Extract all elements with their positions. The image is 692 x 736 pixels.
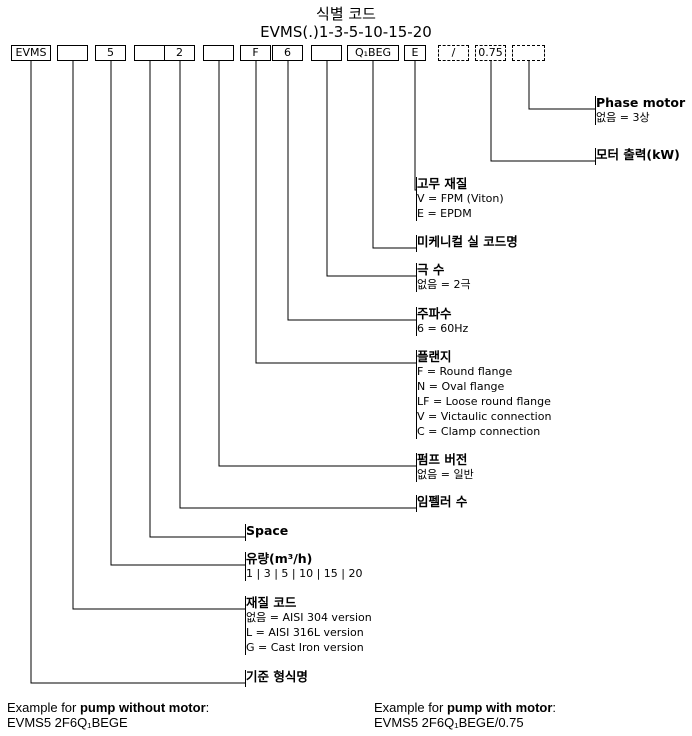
label-title: 주파수 (417, 306, 452, 321)
label-line: F = Round flange (417, 365, 513, 378)
example-code: EVMS5 2F6Q₁BEGE/0.75 (374, 715, 524, 730)
label-title: 플랜지 (417, 349, 452, 364)
code-box-6: F (240, 45, 271, 61)
connector-power (490, 61, 596, 162)
label-base: 기준 형식명 (246, 669, 308, 684)
label-line: V = FPM (Viton) (417, 192, 504, 205)
connector-flange (255, 61, 417, 364)
code-box-0: EVMS (11, 45, 51, 61)
example-without-motor: Example for pump without motor: EVMS5 2F… (7, 700, 209, 730)
code-box-7: 6 (272, 45, 303, 61)
label-title: 극 수 (417, 262, 445, 277)
label-title: Space (246, 523, 289, 538)
connector-seal (372, 61, 417, 249)
example-suffix: : (552, 700, 557, 715)
label-power: 모터 출력(kW) (596, 147, 680, 162)
code-box-3 (134, 45, 165, 61)
label-title: 모터 출력(kW) (596, 147, 680, 162)
code-box-4: 2 (164, 45, 195, 61)
connector-impeller (179, 61, 417, 509)
label-seal: 미케니컬 실 코드명 (417, 234, 518, 249)
code-box-2: 5 (95, 45, 126, 61)
connector-poles (326, 61, 417, 277)
label-line: N = Oval flange (417, 380, 505, 393)
diagram-subtitle: EVMS(.)1-3-5-10-15-20 (260, 23, 432, 41)
label-line: V = Victaulic connection (417, 410, 552, 423)
code-box-8 (311, 45, 342, 61)
code-box-5 (203, 45, 234, 61)
connector-phase (528, 61, 596, 110)
connector-rubber (414, 61, 417, 191)
code-box-10: E (404, 45, 426, 61)
code-box-1 (57, 45, 88, 61)
example-suffix: : (205, 700, 210, 715)
label-line: 6 = 60Hz (417, 322, 469, 335)
example-prefix: Example for (7, 700, 80, 715)
label-line: 없음 = 3상 (596, 111, 650, 124)
label-line: L = AISI 316L version (246, 626, 364, 639)
label-flow: 유량(m³/h)1 | 3 | 5 | 10 | 15 | 20 (246, 551, 362, 581)
connector-material (72, 61, 246, 610)
label-title: 미케니컬 실 코드명 (417, 234, 518, 249)
label-title: Phase motor (596, 95, 686, 110)
label-line: C = Clamp connection (417, 425, 541, 438)
label-line: 없음 = 일반 (417, 468, 474, 481)
label-title: 펌프 버전 (417, 452, 468, 467)
example-prefix: Example for (374, 700, 447, 715)
example-bold: pump without motor (79, 700, 206, 715)
connector-pumpver (218, 61, 417, 467)
code-box-12: 0.75 (475, 45, 506, 61)
label-line: LF = Loose round flange (417, 395, 551, 408)
code-box-13 (512, 45, 545, 61)
connector-space (149, 61, 246, 538)
label-space: Space (246, 523, 288, 538)
label-impeller: 임펠러 수 (417, 494, 467, 509)
label-title: 임펠러 수 (417, 494, 468, 509)
label-line: 없음 = 2극 (417, 278, 471, 291)
example-with-motor: Example for pump with motor: EVMS5 2F6Q₁… (374, 700, 556, 730)
label-line: G = Cast Iron version (246, 641, 364, 654)
label-line: 1 | 3 | 5 | 10 | 15 | 20 (246, 567, 363, 580)
diagram-title: 식별 코드 (316, 5, 376, 23)
connector-base (30, 61, 246, 684)
label-line: E = EPDM (417, 207, 472, 220)
label-title: 고무 재질 (417, 176, 468, 191)
label-title: 기준 형식명 (246, 669, 308, 684)
example-bold: pump with motor (446, 700, 553, 715)
code-box-11: / (438, 45, 469, 61)
connector-flow (110, 61, 246, 566)
example-code: EVMS5 2F6Q₁BEGE (7, 715, 128, 730)
connector-freq (287, 61, 417, 321)
code-box-9: Q₁BEG (347, 45, 399, 61)
label-line: 없음 = AISI 304 version (246, 611, 372, 624)
label-title: 재질 코드 (246, 595, 297, 610)
label-title: 유량(m³/h) (246, 551, 313, 566)
